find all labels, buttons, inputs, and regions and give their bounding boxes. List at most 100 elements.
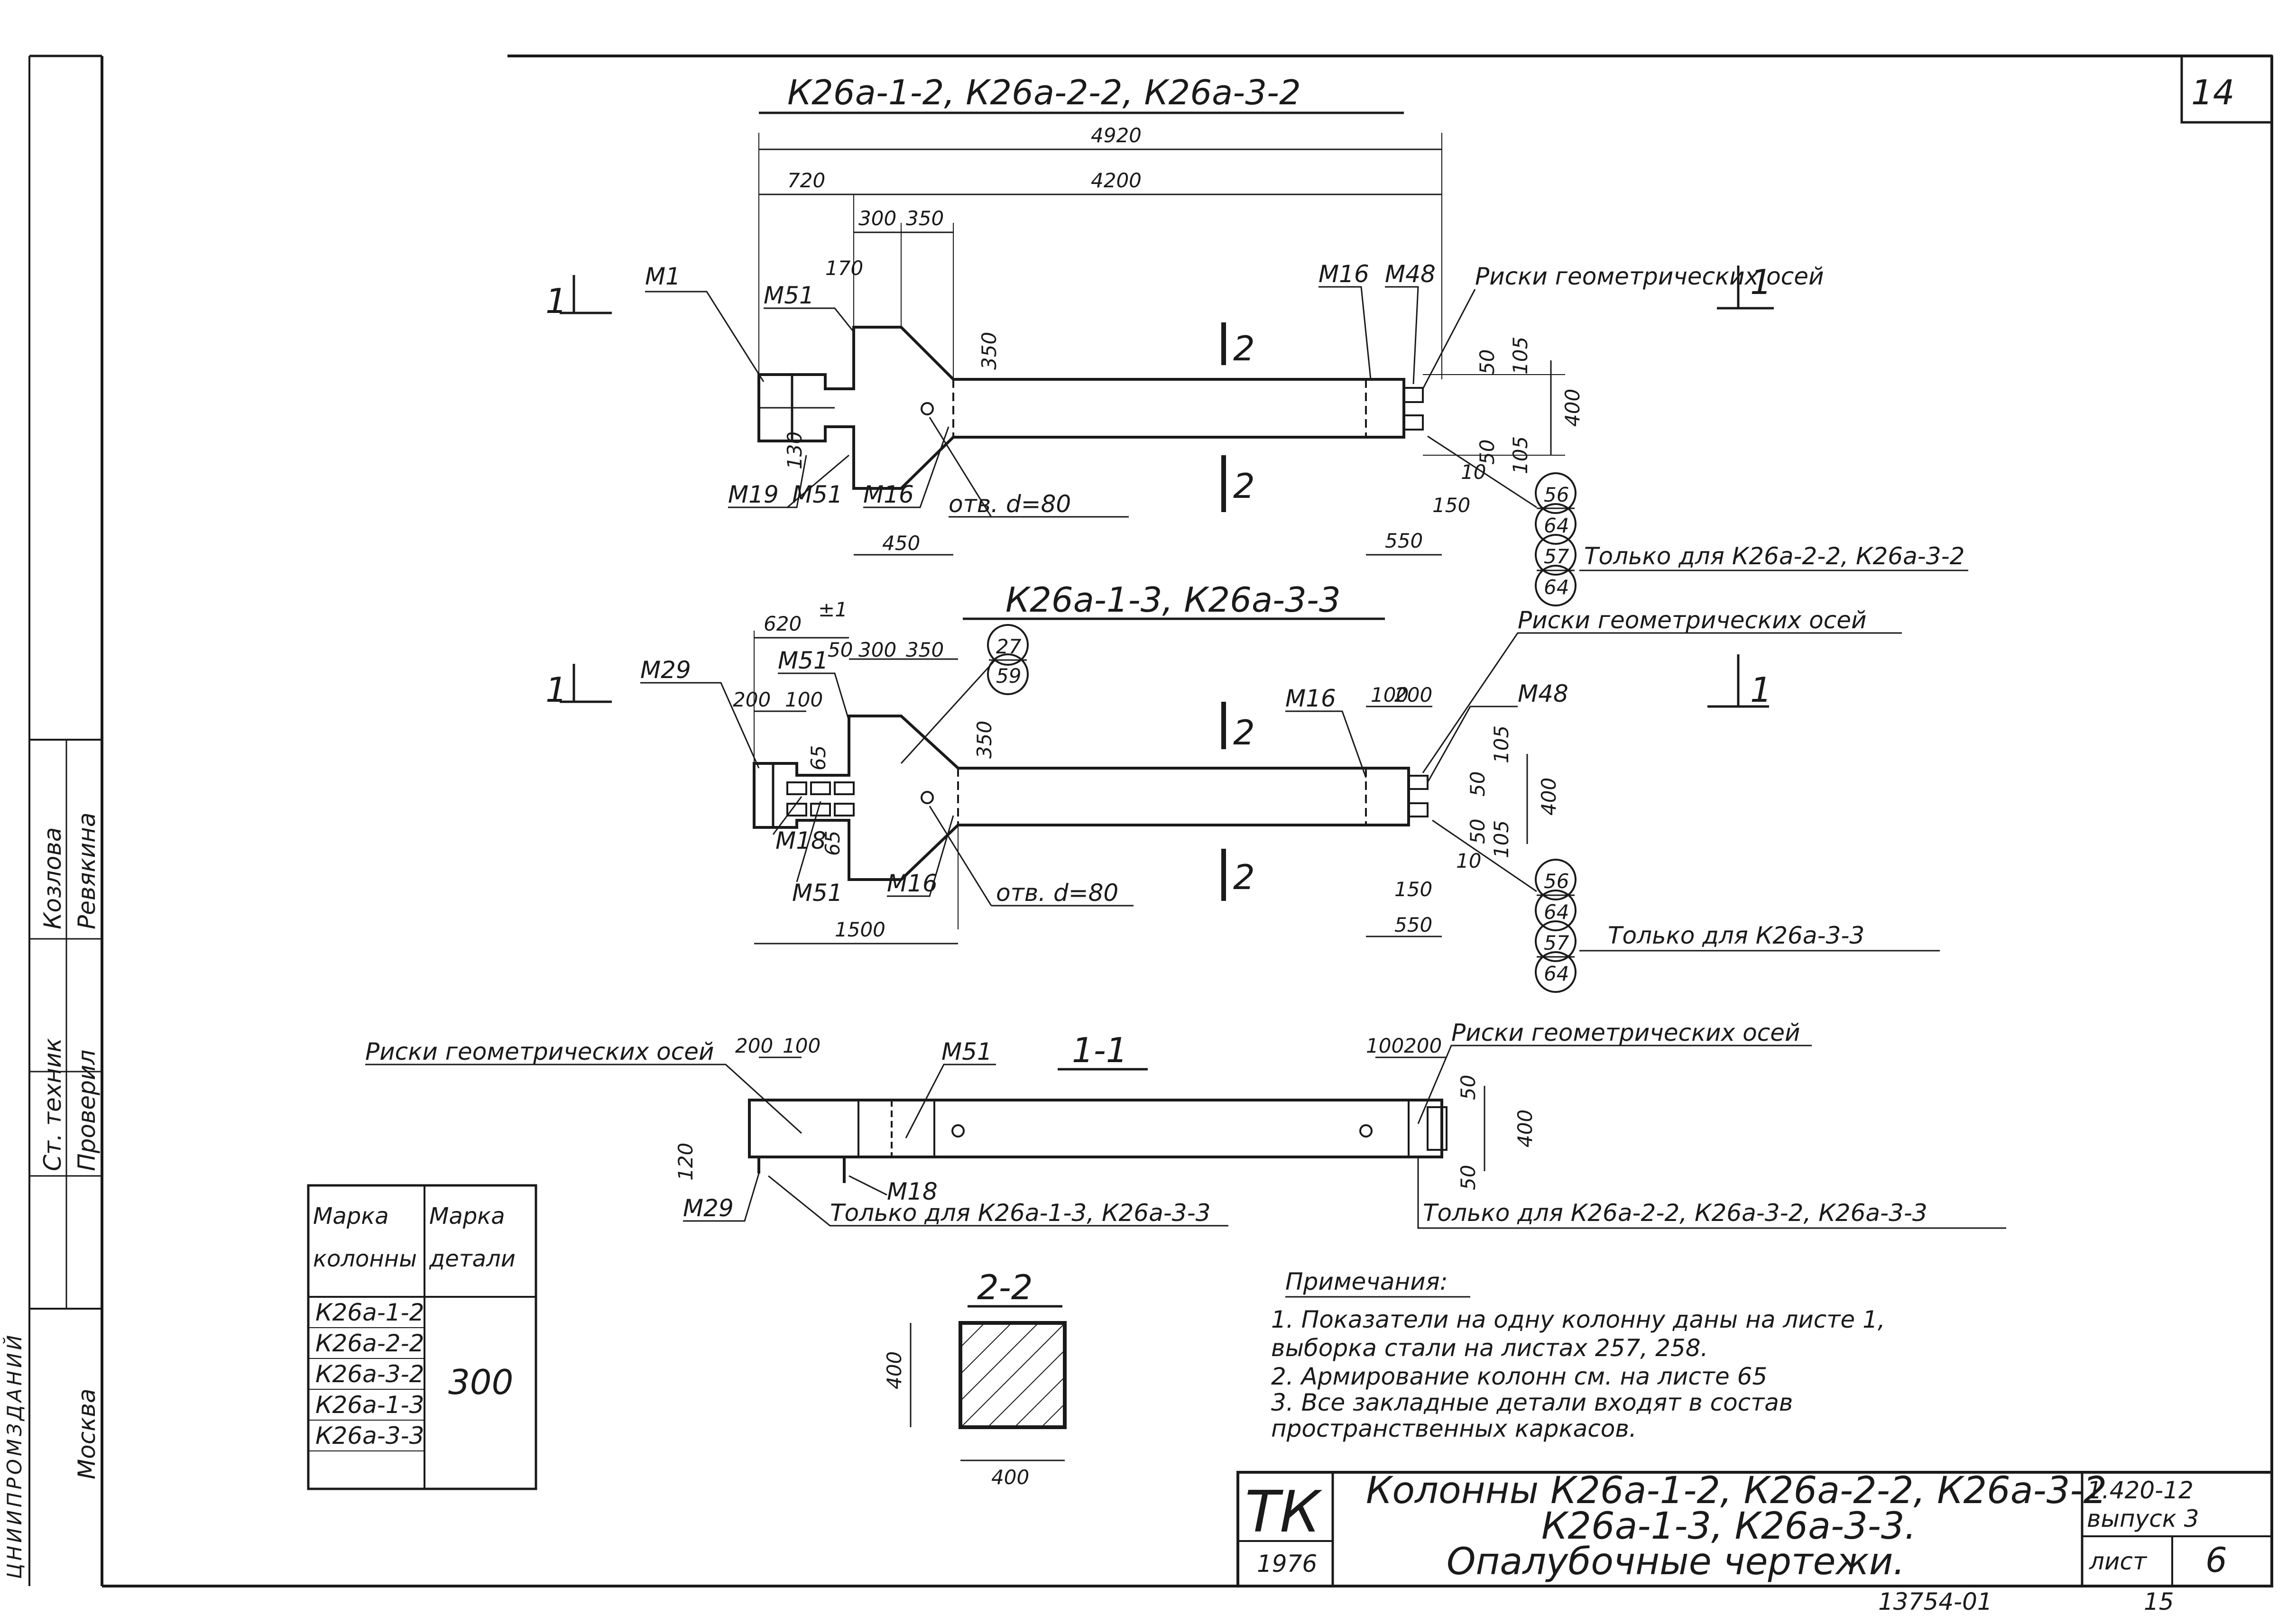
v1-bubble2-top: 57	[1544, 545, 1569, 568]
v2-dim-550: 550	[1394, 913, 1432, 936]
notes-block: Примечания: 1. Показатели на одну колонн…	[1271, 1268, 1885, 1442]
v3-label-risks-right: Риски геометрических осей	[1451, 1019, 1800, 1046]
title-sheet-number: 6	[2205, 1540, 2227, 1580]
bottom-page: 15	[2144, 1588, 2174, 1615]
v2-label-m51a: М51	[778, 647, 829, 674]
view3-title: 1-1	[1072, 1030, 1128, 1070]
table-row-4: К26а-1-3	[315, 1391, 424, 1419]
stamp-role-2: Проверил	[73, 1050, 101, 1171]
view-1: К26а-1-2, К26а-2-2, К26а-3-2 4920 720 42…	[545, 73, 1968, 606]
v2-dim-350b: 350	[973, 721, 996, 759]
v2-label-m18: М18	[775, 827, 826, 854]
v1-label-hole: отв. d=80	[949, 490, 1071, 518]
v2-dim-105a: 105	[1490, 725, 1513, 763]
v1-dim-550: 550	[1385, 529, 1423, 552]
v2-dim-400: 400	[1537, 778, 1560, 816]
v1-bubble2-note: Только для К26а-2-2, К26а-3-2	[1584, 542, 1964, 570]
v2-dim-150: 150	[1394, 878, 1432, 901]
v1-bubble1-bottom: 64	[1544, 514, 1569, 537]
v3-dim-200b: 200	[1404, 1034, 1442, 1057]
v1-section-1-left: 1	[545, 281, 567, 321]
stamp-name-1: Козлова	[39, 827, 66, 929]
v1-label-m48: М48	[1385, 260, 1436, 288]
v3-label-m29: М29	[683, 1194, 734, 1222]
v3-note-left: Только для К26а-1-3, К26а-3-3	[830, 1199, 1210, 1227]
title-line-1: Колонны К26а-1-2, К26а-2-2, К26а-3-2	[1366, 1469, 2107, 1512]
v2-dim-65a: 65	[807, 745, 830, 771]
table-header-detail: Марка детали	[429, 1203, 516, 1272]
v2-bubble3-top: 57	[1544, 931, 1569, 954]
v1-dim-4920: 4920	[1091, 124, 1142, 147]
v2-dim-50: 50	[828, 638, 853, 661]
v1-dim-150: 150	[1432, 494, 1470, 517]
v1-dim-170: 170	[825, 257, 863, 280]
title-line-3: Опалубочные чертежи.	[1447, 1541, 1905, 1583]
v2-section-1-left: 1	[545, 670, 567, 710]
section-2-2: 2-2 400 400	[883, 1267, 1067, 1489]
table-row-5: К26а-3-3	[315, 1422, 424, 1450]
v3-dim-400: 400	[1513, 1110, 1537, 1147]
v1-label-m51b: М51	[792, 481, 843, 508]
view1-title: К26а-1-2, К26а-2-2, К26а-3-2	[787, 73, 1301, 112]
title-issue: выпуск 3	[2087, 1505, 2199, 1532]
table-row-3: К26а-3-2	[315, 1360, 424, 1388]
v2-label-risks: Риски геометрических осей	[1518, 606, 1867, 634]
v1-dim-350: 350	[906, 207, 944, 230]
v1-dim-400: 400	[1561, 389, 1584, 427]
corner-sheet-number: 14	[2191, 73, 2235, 112]
bottom-number: 13754-01	[1878, 1588, 1992, 1615]
v1-label-risks: Риски геометрических осей	[1475, 263, 1824, 290]
v3-dim-100a: 100	[783, 1034, 821, 1057]
v1-label-m51a: М51	[764, 282, 814, 309]
v2-section-2-bottom: 2	[1233, 857, 1255, 897]
view2-title: К26а-1-3, К26а-3-3	[1005, 580, 1341, 620]
stamp-name-2: Ревякина	[73, 813, 101, 929]
v2-bubble3-note: Только для К26а-3-3	[1608, 922, 1864, 949]
title-block: ТК 1976 Колонны К26а-1-2, К26а-2-2, К26а…	[1236, 1469, 2273, 1615]
notes-title: Примечания:	[1285, 1268, 1448, 1295]
v1-section-2-top: 2	[1233, 329, 1255, 368]
v2-label-m29: М29	[640, 656, 691, 684]
v2-dim-tol: ±1	[818, 598, 848, 621]
v2-dim-100b: 100	[1371, 683, 1409, 706]
v2-dim-200b: 200	[1394, 683, 1432, 706]
v2-section-1-right: 1	[1750, 670, 1772, 710]
v2-bubble1-top: 27	[996, 635, 1022, 658]
section22-hatch	[959, 1321, 1067, 1429]
v2-bubble2-top: 56	[1544, 870, 1569, 893]
v2-label-m16b: М16	[1285, 685, 1336, 712]
stamp-city: Москва	[73, 1388, 101, 1479]
view-2: К26а-1-3, К26а-3-3 620 ±1 50 300 350 200…	[545, 580, 1940, 993]
v3-label-risks-left: Риски геометрических осей	[365, 1038, 714, 1065]
v2-dim-10: 10	[1456, 849, 1481, 872]
side-stamp: Ст. техник Проверил Козлова Ревякина Мос…	[2, 739, 103, 1579]
note-line-5: пространственных каркасов.	[1271, 1415, 1637, 1442]
v2-label-m48: М48	[1518, 680, 1568, 707]
title-line-2: К26а-1-3, К26а-3-3.	[1541, 1505, 1916, 1548]
v2-bubble1-bottom: 59	[996, 664, 1021, 688]
v1-dim-350b: 350	[977, 332, 1001, 370]
v3-dim-50b: 50	[1457, 1165, 1480, 1190]
v1-label-m1: М1	[645, 263, 681, 290]
table-row-1: К26а-1-2	[315, 1299, 424, 1326]
note-line-3: 2. Армирование колонн см. на листе 65	[1271, 1363, 1767, 1390]
v1-dim-4200: 4200	[1091, 169, 1142, 192]
view-3-section-1-1: 1-1 200 100 100 200 50 400 50 120 Риски …	[365, 1019, 2006, 1229]
v1-dim-50b: 50	[1475, 440, 1499, 465]
v2-dim-105b: 105	[1490, 820, 1513, 858]
title-org: ТК	[1245, 1479, 1322, 1545]
note-line-1: 1. Показатели на одну колонну даны на ли…	[1271, 1306, 1885, 1333]
v2-dim-200: 200	[733, 688, 771, 711]
v2-section-2-top: 2	[1233, 713, 1255, 752]
v2-dim-50a: 50	[1466, 771, 1489, 797]
v2-label-m51b: М51	[792, 879, 843, 907]
stamp-role-1: Ст. техник	[39, 1038, 66, 1171]
v1-label-m16a: М16	[863, 481, 914, 508]
v2-bubble2-bottom: 64	[1544, 900, 1569, 924]
v2-dim-350: 350	[906, 638, 944, 661]
v3-dim-200a: 200	[735, 1034, 773, 1057]
v3-note-right: Только для К26а-2-2, К26а-3-2, К26а-3-3	[1423, 1199, 1927, 1227]
table-header-column: Марка колонны	[313, 1203, 417, 1272]
title-sheet-label: лист	[2089, 1548, 2148, 1575]
v1-dim-130: 130	[783, 431, 806, 469]
